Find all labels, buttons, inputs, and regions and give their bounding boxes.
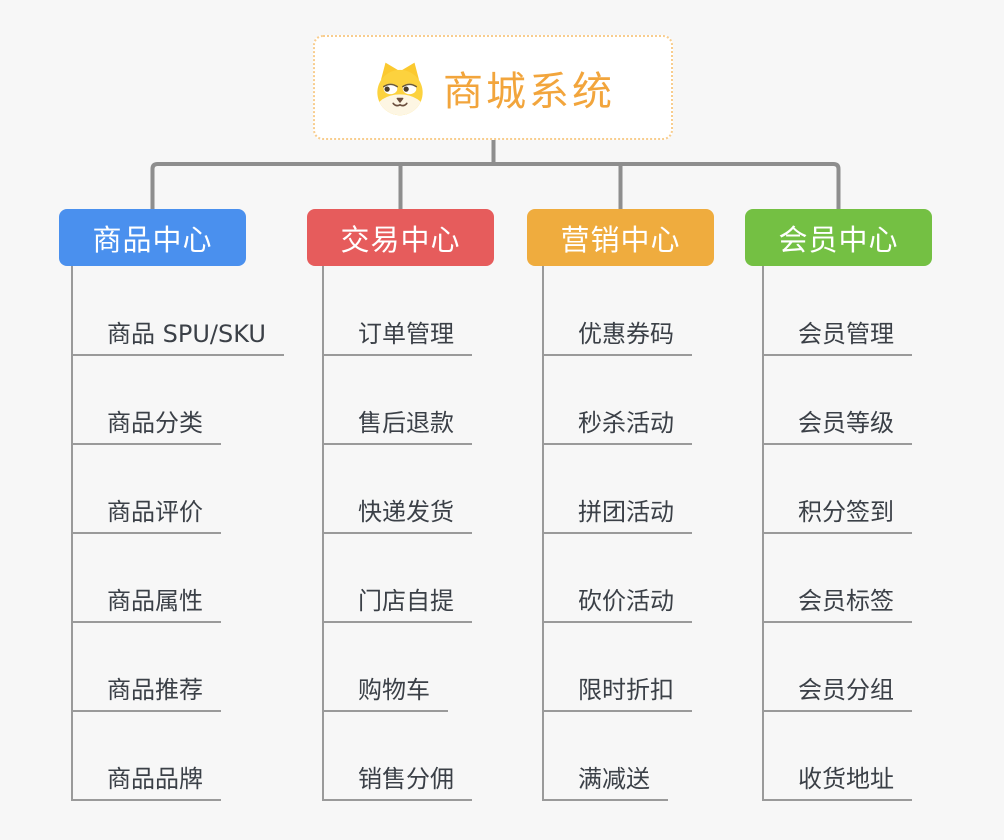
root-node[interactable]: 商城系统 — [313, 35, 673, 140]
child-node[interactable]: 会员等级 — [762, 403, 912, 445]
child-node[interactable]: 会员标签 — [762, 581, 912, 623]
child-node[interactable]: 购物车 — [322, 670, 448, 712]
child-node[interactable]: 售后退款 — [322, 403, 472, 445]
child-node[interactable]: 商品推荐 — [71, 670, 221, 712]
branch-node-member-center[interactable]: 会员中心 — [745, 209, 932, 266]
child-node[interactable]: 订单管理 — [322, 314, 472, 356]
branch-node-label: 交易中心 — [340, 222, 461, 257]
child-node[interactable]: 会员管理 — [762, 314, 912, 356]
child-node[interactable]: 商品 SPU/SKU — [71, 314, 284, 356]
child-node[interactable]: 秒杀活动 — [542, 403, 692, 445]
child-node[interactable]: 快递发货 — [322, 492, 472, 534]
child-node[interactable]: 优惠券码 — [542, 314, 692, 356]
branch-node-marketing-center[interactable]: 营销中心 — [527, 209, 714, 266]
dog-face-icon — [377, 62, 423, 115]
child-node[interactable]: 商品品牌 — [71, 759, 221, 801]
child-node[interactable]: 收货地址 — [762, 759, 912, 801]
child-node[interactable]: 门店自提 — [322, 581, 472, 623]
child-node[interactable]: 满减送 — [542, 759, 668, 801]
child-node[interactable]: 积分签到 — [762, 492, 912, 534]
child-node[interactable]: 商品评价 — [71, 492, 221, 534]
branch-node-trade-center[interactable]: 交易中心 — [307, 209, 494, 266]
branch-node-label: 会员中心 — [778, 222, 899, 257]
child-node[interactable]: 商品分类 — [71, 403, 221, 445]
child-node[interactable]: 商品属性 — [71, 581, 221, 623]
child-node[interactable]: 砍价活动 — [542, 581, 692, 623]
child-node[interactable]: 拼团活动 — [542, 492, 692, 534]
branch-node-label: 营销中心 — [560, 222, 681, 257]
root-node-label: 商城系统 — [443, 68, 615, 115]
branch-node-product-center[interactable]: 商品中心 — [59, 209, 246, 266]
child-node[interactable]: 销售分佣 — [322, 759, 472, 801]
child-node[interactable]: 会员分组 — [762, 670, 912, 712]
branch-node-label: 商品中心 — [92, 222, 213, 257]
child-node[interactable]: 限时折扣 — [542, 670, 692, 712]
